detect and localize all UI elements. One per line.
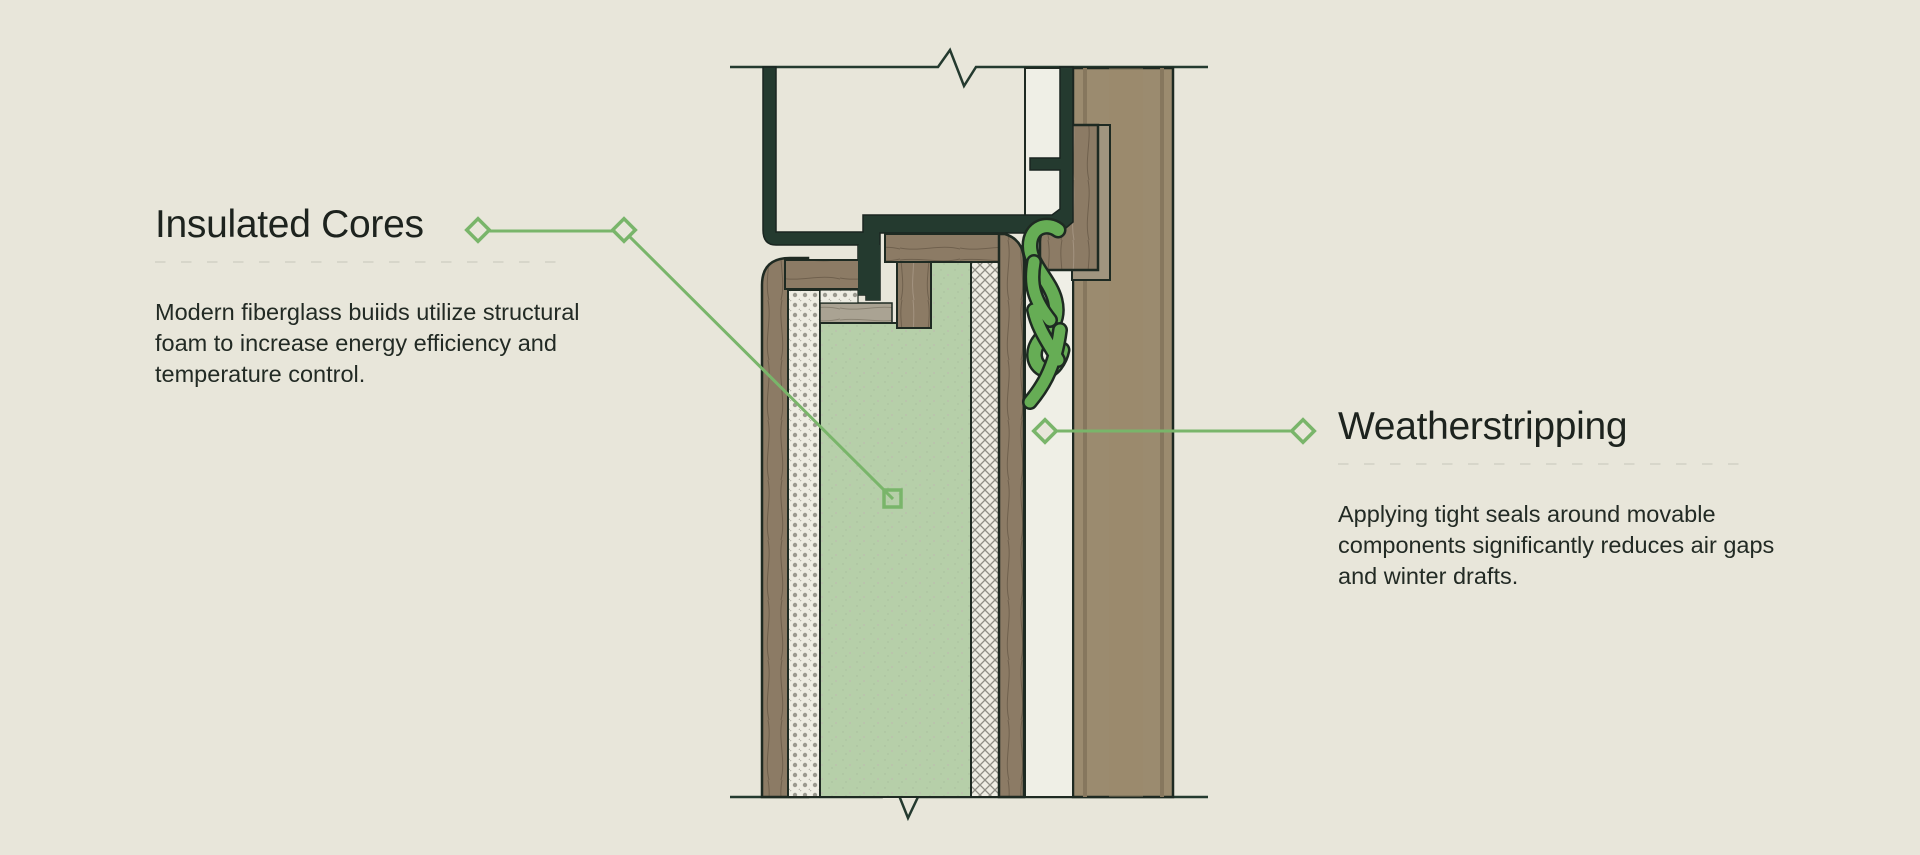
callout-body: Applying tight seals around movable comp… [1338,500,1775,589]
leader-diamond-start [464,216,492,244]
callout-body: Modern fiberglass buiids utilize structu… [155,298,580,387]
leader-square-end [882,488,903,509]
callout-divider [1338,462,1748,465]
callout-title: Insulated Cores [155,203,424,246]
insulated-cores-leader [464,216,903,509]
callout-title: Weatherstripping [1338,405,1628,448]
leader-diamond-mid [610,216,638,244]
weatherstrip-seal [1021,217,1071,410]
weatherstripping-leader [1031,417,1317,445]
top-break-line [730,47,1208,89]
leader-diamond-end [1289,417,1317,445]
foam-core [819,261,972,798]
callout-weatherstripping: Weatherstripping Applying tight seals ar… [1338,405,1798,592]
callout-insulated-cores: Insulated Cores Modern fiberglass buiids… [155,203,595,390]
door-slab [760,232,1026,799]
leader-diamond-start [1031,417,1059,445]
callout-divider [155,260,565,263]
